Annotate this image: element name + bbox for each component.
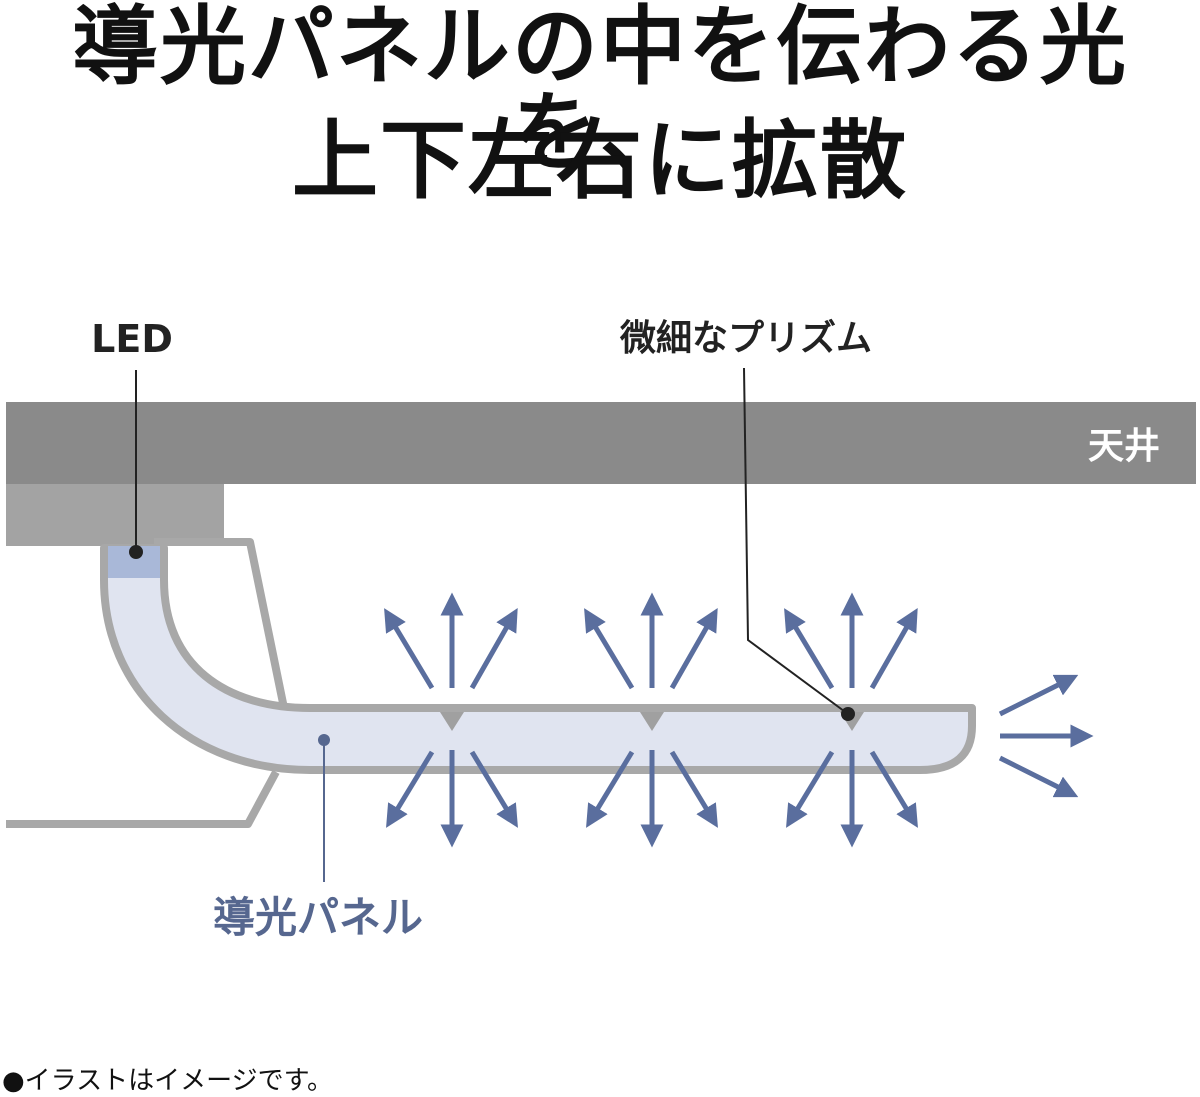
prism-leader-line bbox=[743, 367, 849, 715]
arrow-down-left bbox=[586, 750, 635, 828]
arrow-down-right bbox=[869, 750, 918, 828]
prism bbox=[440, 712, 464, 731]
led-label: LED bbox=[91, 317, 173, 361]
housing-outline bbox=[6, 538, 288, 828]
prism bbox=[640, 712, 664, 731]
arrow-up-right bbox=[869, 608, 918, 690]
arrow-right-up bbox=[998, 674, 1079, 717]
arrow-down-left bbox=[386, 750, 435, 828]
title-line-1: 導光パネルの中を伝わる光を、 bbox=[72, 0, 1128, 183]
prism-label: 微細なプリズム bbox=[619, 317, 872, 359]
panel-leader-dot bbox=[318, 734, 330, 746]
arrow-up-left bbox=[584, 608, 635, 690]
down-arrows bbox=[386, 750, 918, 848]
arrow-right-down bbox=[998, 755, 1079, 798]
light-guide-panel bbox=[100, 544, 976, 774]
arrow-up-right bbox=[669, 608, 718, 690]
arrow-down-right bbox=[669, 750, 718, 828]
led-leader-dot bbox=[129, 545, 143, 559]
arrow-up-left bbox=[784, 608, 835, 690]
up-arrows bbox=[384, 592, 918, 690]
fixture-housing bbox=[6, 484, 224, 546]
ceiling-label: 天井 bbox=[1088, 426, 1160, 467]
arrow-up-right bbox=[469, 608, 518, 690]
arrow-down-left bbox=[786, 750, 835, 828]
arrow-up-left bbox=[384, 608, 435, 690]
title-line-2: 上下左右に拡散 bbox=[292, 111, 908, 211]
panel-label: 導光パネル bbox=[213, 893, 423, 942]
prism-leader-dot bbox=[841, 707, 855, 721]
ceiling bbox=[6, 402, 1196, 484]
side-arrows bbox=[998, 674, 1094, 798]
illustration-note: ●イラストはイメージです。 bbox=[2, 1066, 334, 1096]
arrow-down-right bbox=[469, 750, 518, 828]
